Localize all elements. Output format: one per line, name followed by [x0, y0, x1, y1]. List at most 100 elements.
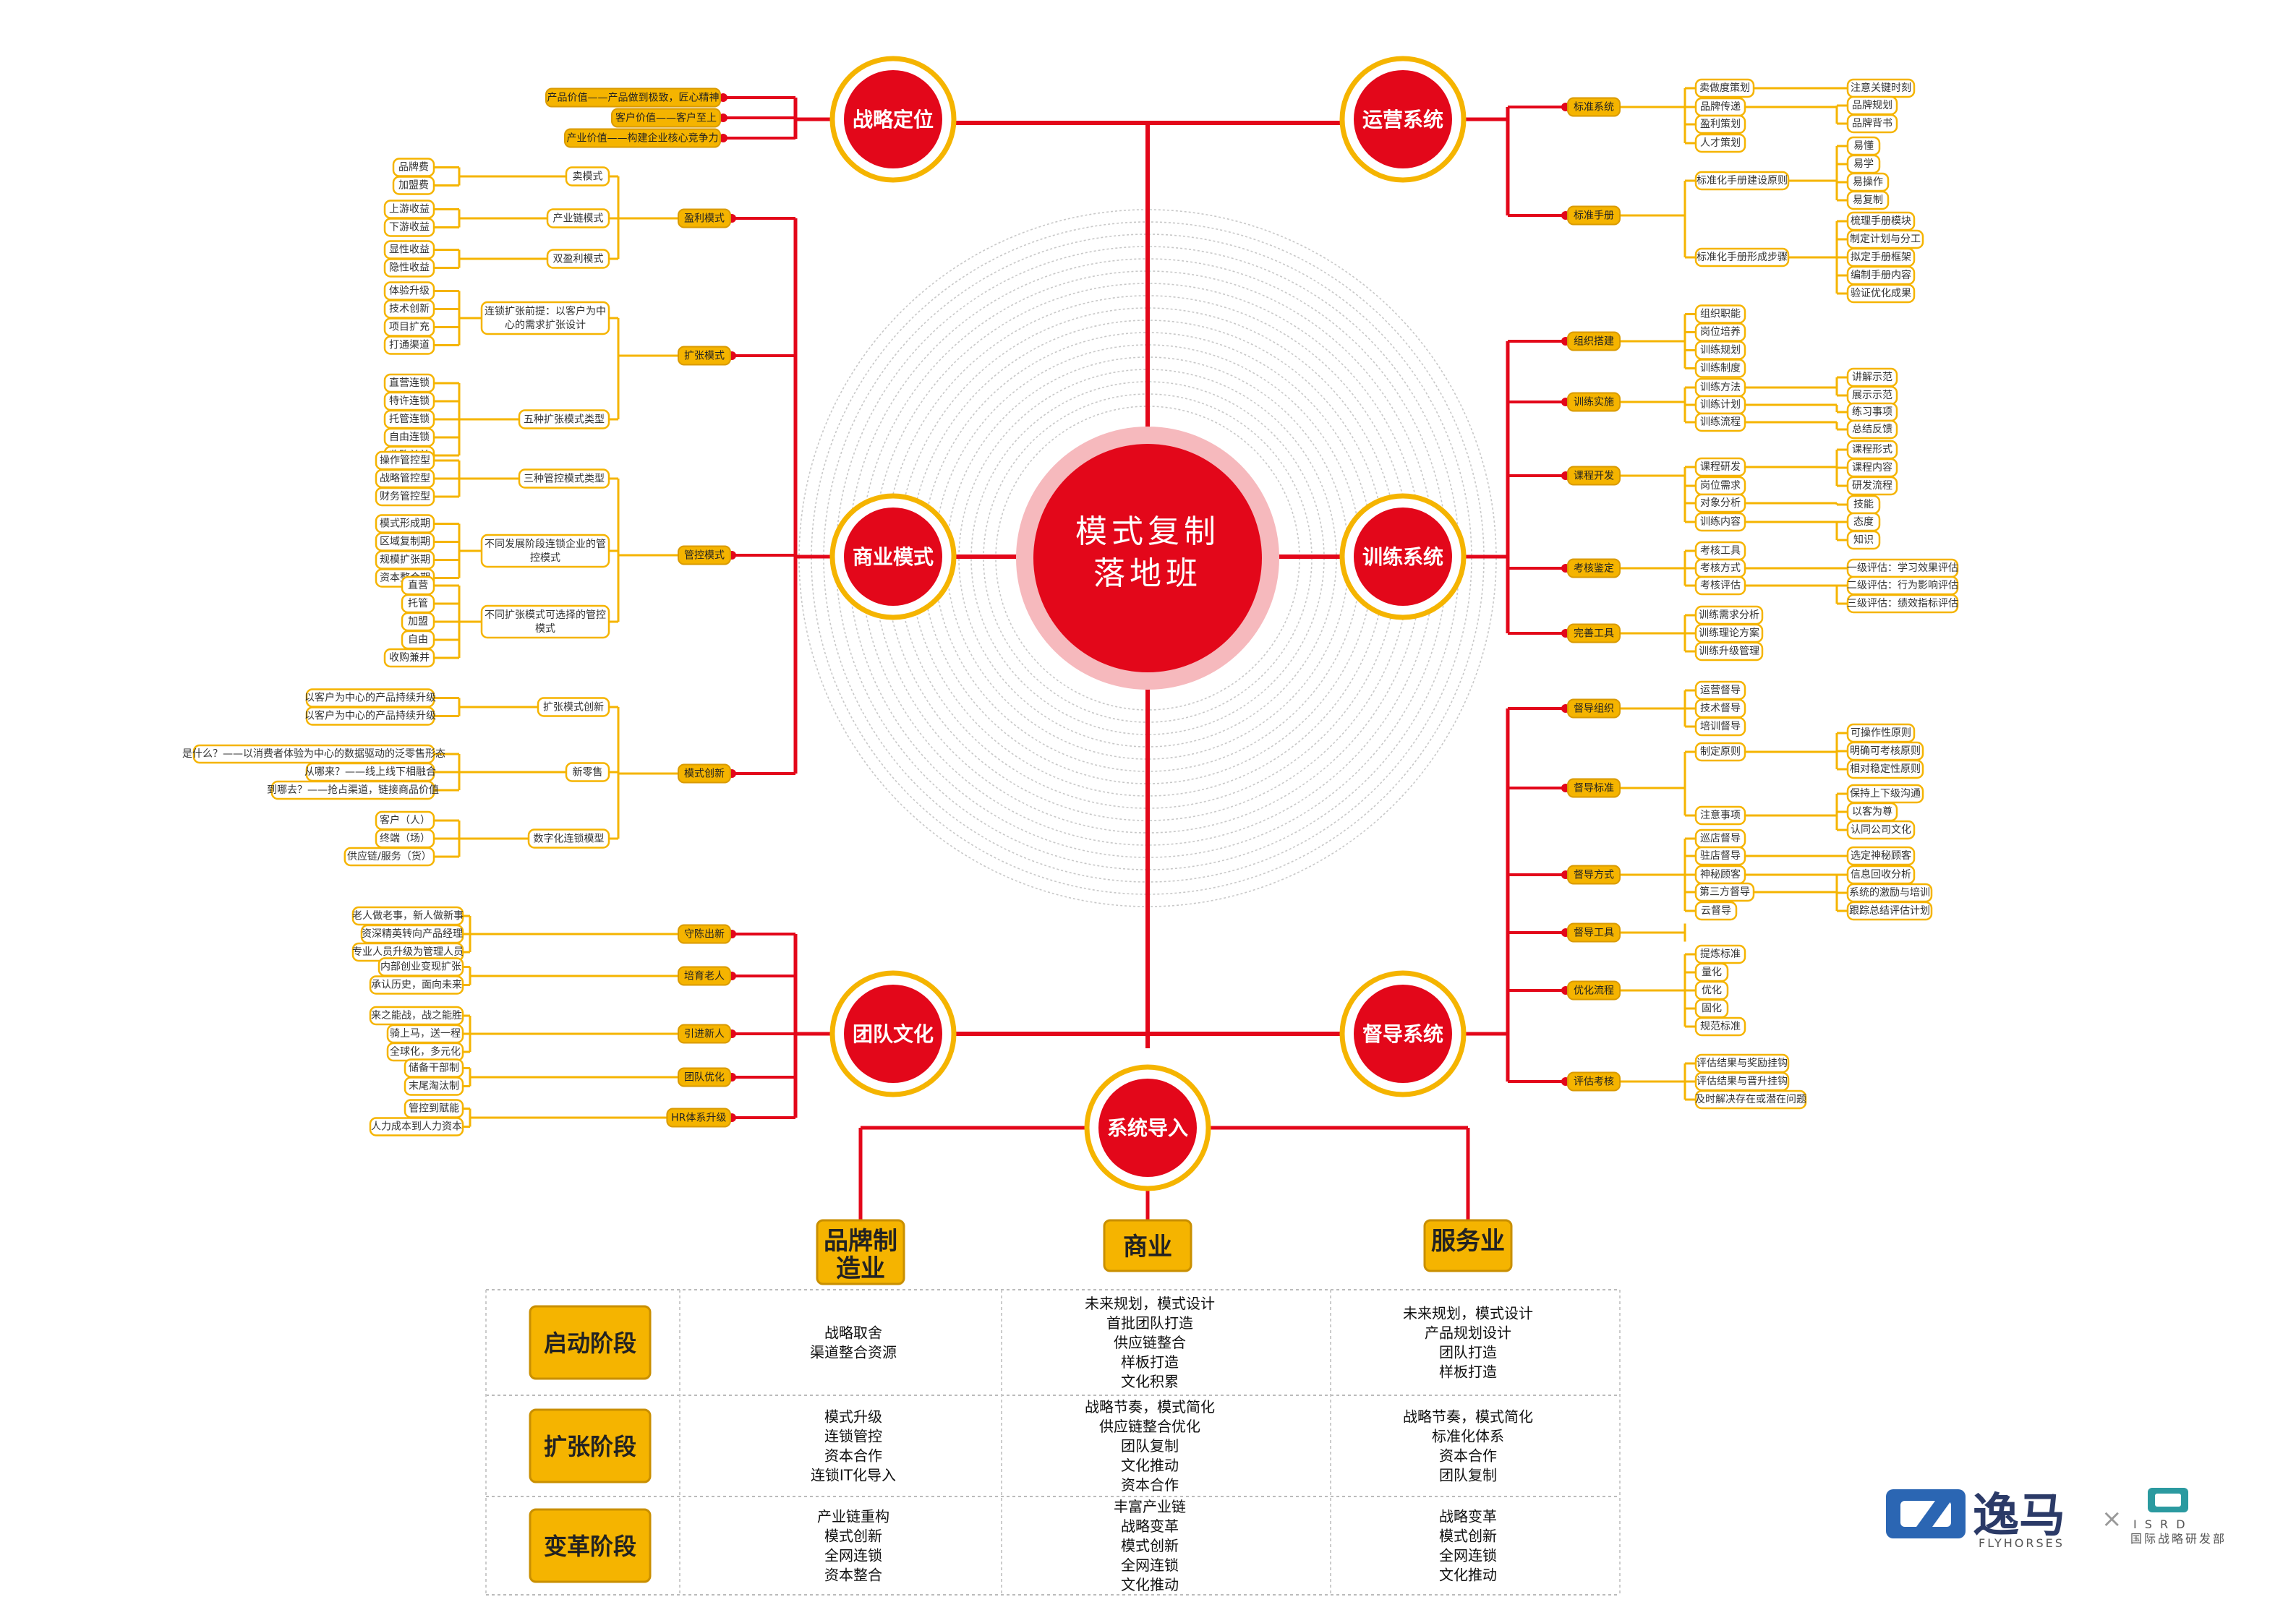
operation-manual-leaf-label: 制定计划与分工 [1850, 234, 1921, 245]
stage-cell-text: 全网连锁 [1121, 1556, 1179, 1574]
business-group: 新零售 [565, 762, 610, 782]
business-leaf-label: 到哪去？——抢占渠道，链接商品价值 [267, 784, 439, 796]
business-leaf-label: 托管连锁 [389, 414, 430, 425]
business-leaf-label: 直营连锁 [389, 377, 430, 389]
hub-label-strategy: 战略定位 [853, 108, 934, 132]
business-leaf-label: 加盟 [408, 616, 428, 628]
business-group-label: 三种管控模式类型 [524, 474, 605, 485]
training-implement-leaf-label: 练习事项 [1852, 406, 1892, 418]
business-leaf: 加盟 [401, 612, 435, 632]
stage-cell-text: 文化推动 [1439, 1567, 1497, 1584]
business-expand: 扩张模式 [678, 346, 731, 366]
training-assess-leaf: 三级评估：绩效指标评估 [1846, 594, 1959, 614]
supervision-method-leaf: 跟踪总结评估计划 [1846, 901, 1933, 921]
training-course-box [1567, 466, 1621, 486]
supervision-tools-label: 督导工具 [1574, 928, 1614, 939]
business-leaf-label: 直营 [408, 579, 428, 591]
training-implement-group: 训练流程 [1694, 412, 1746, 432]
hub-label-supervision: 督导系统 [1362, 1022, 1443, 1046]
supervision-optimize-label: 优化流程 [1574, 985, 1614, 997]
business-leaf: 战略管控型 [375, 468, 435, 489]
stage-cell-text: 全网连锁 [1439, 1547, 1497, 1564]
supervision-evaluate-leaf-box [1694, 1089, 1807, 1110]
business-group: 三种管控模式类型 [518, 468, 610, 489]
training-course-leaf: 课程内容 [1846, 458, 1898, 478]
operation-standard-group-label: 人才策划 [1700, 137, 1741, 149]
team-leaf-label: 管控到赋能 [409, 1103, 459, 1115]
supervision-standard-leaf-label: 认同公司文化 [1851, 824, 1911, 836]
supervision-method-box [1567, 865, 1621, 885]
business-group: 数字化连锁模型 [527, 828, 610, 849]
supervision-method-leaf-label: 跟踪总结评估计划 [1849, 905, 1930, 917]
training-implement-leaf-box [1846, 419, 1898, 440]
supervision-optimize-leaf-box [1694, 1016, 1746, 1037]
supervision-org-leaf-label: 培训督导 [1700, 721, 1741, 732]
training-course-leaf: 课程形式 [1846, 440, 1898, 460]
business-leaf-label: 特许连锁 [389, 395, 430, 407]
operation-standard-group-label: 卖做度策划 [1699, 82, 1750, 94]
business-leaf-label: 下游收益 [389, 222, 430, 234]
stage-cell-text: 资本整合 [824, 1567, 882, 1584]
supervision-optimize-leaf: 规范标准 [1694, 1016, 1746, 1037]
stage-cell-text: 标准化体系 [1432, 1428, 1504, 1445]
flyhorses-logo-icon [1886, 1489, 1966, 1538]
stage-table: 品牌制造业商业服务业启动阶段战略取舍渠道整合资源未来规划，模式设计首批团队打造供… [485, 1219, 1621, 1596]
supervision-method-label: 督导方式 [1574, 870, 1614, 881]
supervision-evaluate-leaf: 评估结果与晋升挂钩 [1694, 1071, 1790, 1092]
training-assess-group: 考核方式 [1694, 558, 1746, 578]
stage-box [529, 1408, 652, 1483]
business-group: 卖模式 [565, 166, 610, 187]
supervision-method-leaf: 信息回收分析 [1846, 865, 1916, 885]
operation-standard-leaf-box [1846, 114, 1898, 134]
operation-manual-group: 标准化手册建设原则 [1694, 171, 1790, 191]
business-leaf-label: 客户（人） [380, 814, 430, 826]
operation-manual-leaf-label: 验证优化成果 [1851, 288, 1911, 299]
team-leaf: 末尾淘汰制 [404, 1076, 464, 1096]
training-implement-group: 训练计划 [1694, 395, 1746, 415]
isrd-logo-icon [2148, 1488, 2188, 1512]
training-tools-leaf-box [1694, 641, 1764, 661]
isrd-bottom-text: 国际战略研发部 [2130, 1532, 2227, 1546]
stage-cell-text: 未来规划，模式设计 [1085, 1295, 1215, 1312]
business-group-label: 双盈利模式 [553, 254, 604, 265]
training-tools: 完善工具 [1567, 623, 1621, 643]
business-group-label: 扩张模式创新 [543, 702, 604, 714]
operation-standard-leaf-label: 品牌规划 [1852, 99, 1892, 111]
logo-sub-text: FLYHORSES [1979, 1536, 2065, 1550]
stage-cell-text: 战略变革 [1439, 1508, 1497, 1525]
training-course-group-label: 对象分析 [1700, 497, 1741, 509]
strategy-item-label: 客户价值——客户至上 [615, 112, 717, 124]
supervision-org-leaf: 技术督导 [1694, 698, 1746, 719]
industry-label: 商业 [1123, 1233, 1172, 1262]
team-item: 团队优化 [678, 1067, 731, 1087]
stage-row-0: 启动阶段战略取舍渠道整合资源未来规划，模式设计首批团队打造供应链整合样板打造文化… [529, 1295, 1533, 1390]
logo-main-text: 逸马 [1973, 1489, 2065, 1543]
business-leaf: 托管 [401, 594, 435, 614]
business-leaf: 直营连锁 [383, 373, 435, 393]
supervision-standard-leaf-label: 相对稳定性原则 [1850, 763, 1921, 775]
operation-standard-group: 人才策划 [1694, 133, 1746, 153]
training-tools-leaf-label: 训练升级管理 [1699, 646, 1759, 657]
training-course-group: 岗位需求 [1694, 476, 1746, 496]
team-leaf-box [369, 975, 464, 995]
training-assess-group-label: 考核方式 [1700, 562, 1741, 574]
business-leaf: 自由连锁 [383, 427, 435, 447]
operation-standard-group-box [1694, 133, 1746, 153]
supervision-org-label: 督导组织 [1574, 703, 1614, 715]
training-course-leaf-label: 知识 [1853, 534, 1874, 546]
operation-manual-leaf: 梳理手册模块 [1846, 211, 1916, 231]
hub-disc [1354, 985, 1452, 1083]
operation-standard-leaf: 品牌背书 [1846, 114, 1898, 134]
business-leaf-label: 体验升级 [389, 286, 430, 297]
team-leaf-box [404, 1076, 464, 1096]
business-group-label: 产业链模式 [553, 213, 604, 225]
operation-standard-group-label: 品牌传递 [1700, 100, 1741, 113]
business-group-label: 五种扩张模式类型 [524, 414, 605, 426]
supervision-optimize-leaf: 固化 [1694, 998, 1729, 1019]
business-group-label: 控模式 [530, 552, 560, 564]
hub-disc [844, 985, 942, 1083]
supervision-standard-group-box [1694, 742, 1746, 762]
stage-cell-text: 战略取舍 [824, 1324, 882, 1342]
operation-manual-leaf-box [1846, 283, 1916, 304]
